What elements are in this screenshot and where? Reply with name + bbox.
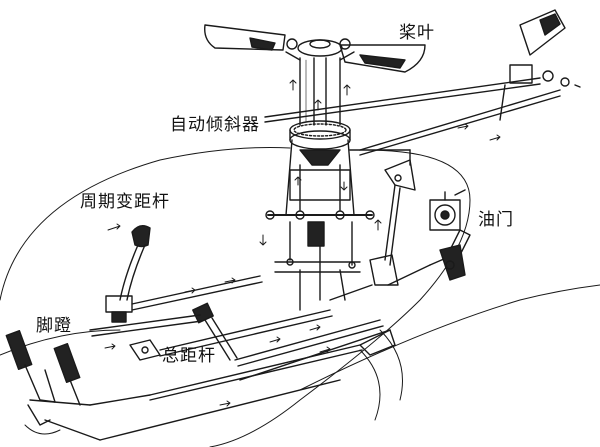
main-rotor-blade bbox=[204, 24, 426, 73]
floor-linkage bbox=[99, 329, 396, 441]
swashplate-assembly bbox=[285, 120, 355, 216]
right-bellcrank-linkage bbox=[329, 149, 461, 301]
swashplate-label: 自动倾斜器 bbox=[170, 115, 260, 135]
rotor-blade-label: 桨叶 bbox=[399, 23, 435, 43]
cyclic-stick-assembly bbox=[105, 223, 263, 323]
throttle-label: 油门 bbox=[478, 210, 514, 230]
cyclic-stick-label: 周期变距杆 bbox=[80, 192, 170, 212]
mixing-lever-assembly bbox=[259, 210, 382, 311]
pedals-label: 脚蹬 bbox=[36, 316, 72, 336]
collective-stick-label: 总距杆 bbox=[162, 346, 216, 366]
pedal-assembly bbox=[5, 329, 151, 441]
tail-rotor-control-rods bbox=[264, 9, 581, 156]
throttle-assembly bbox=[429, 189, 471, 281]
